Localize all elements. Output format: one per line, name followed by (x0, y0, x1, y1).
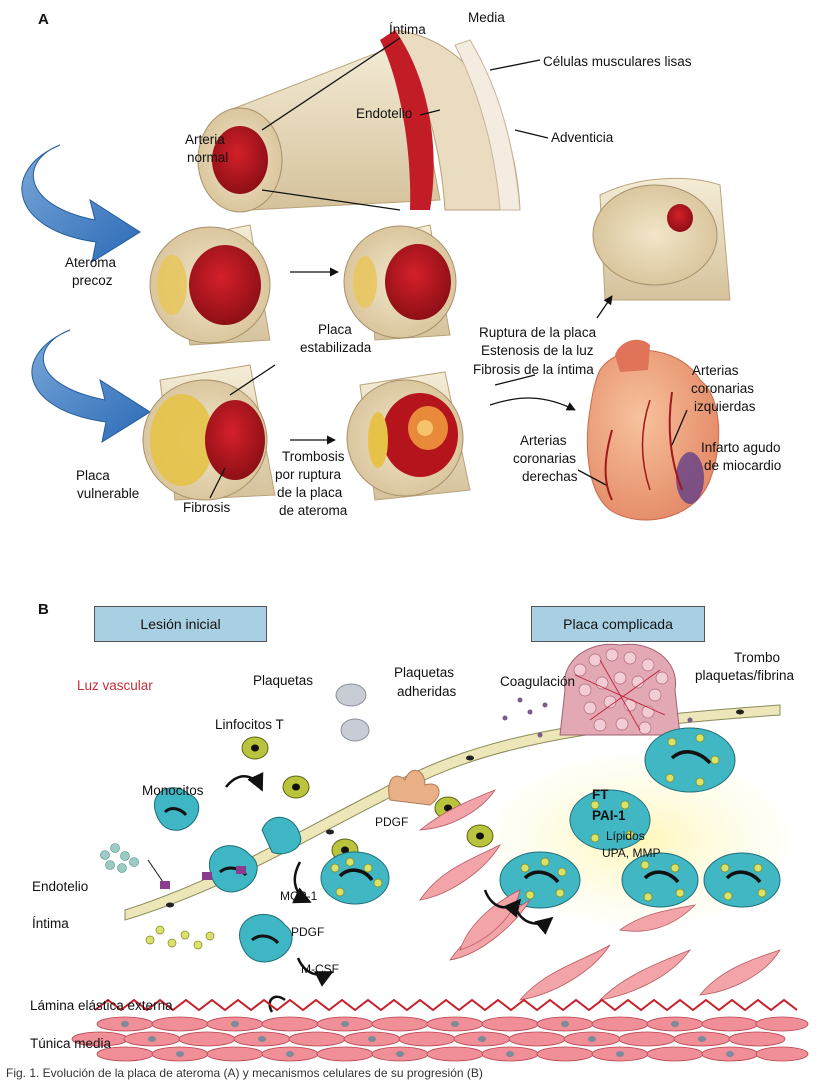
label-pdgf-2: PDGF (291, 925, 324, 939)
label-trombosis-2: por ruptura (275, 467, 342, 482)
label-plaquetas: Plaquetas (253, 673, 313, 688)
ldp-particles (101, 844, 139, 873)
platelet (341, 719, 369, 741)
stenosed-artery (593, 178, 730, 300)
label-plaquetas-adh-1: Plaquetas (394, 665, 454, 680)
label-placa: Placa (318, 322, 352, 337)
label-adventicia: Adventicia (551, 130, 614, 145)
box-placa-complicada: Placa complicada (531, 606, 705, 642)
label-monocitos: Monocitos (142, 783, 204, 798)
label-arterias-der-1: Arterias (520, 433, 567, 448)
caption-fragment: Fig. 1. Evolución de la placa de ateroma… (6, 1066, 816, 1082)
label-placa-v1: Placa (76, 468, 110, 483)
label-arteria: Arteria (185, 132, 225, 147)
tunica-media (72, 1017, 808, 1061)
label-arterias-izq-3: izquierdas (694, 399, 756, 414)
label-endotelio-a: Endotelio (356, 106, 412, 121)
label-intima: Íntima (389, 22, 426, 37)
label-lamina: Lámina elástica externa (30, 998, 173, 1013)
label-arterias-izq-1: Arterias (692, 363, 739, 378)
vulnerable-plaque (143, 365, 275, 500)
stabilized-plaque (344, 225, 456, 340)
label-arterias-der-3: derechas (522, 469, 578, 484)
leader-monocyte-ldl (148, 860, 163, 882)
label-estabilizada: estabilizada (300, 340, 372, 355)
label-media: Media (468, 10, 505, 25)
label-pdgf-1: PDGF (375, 815, 408, 829)
label-tunica: Túnica media (30, 1036, 112, 1051)
label-trombosis-4: de ateroma (279, 503, 348, 518)
label-lipidos: Lípidos (606, 829, 645, 843)
label-linfocitos: Linfocitos T (215, 717, 284, 732)
label-pai: PAI-1 (592, 808, 626, 823)
progression-arrow-1 (22, 145, 140, 262)
label-infarto-2: de miocardio (704, 458, 781, 473)
label-coagulacion: Coagulación (500, 674, 575, 689)
label-trombosis-3: de la placa (277, 485, 343, 500)
label-trombosis-1: Trombosis (282, 449, 345, 464)
label-intima-b: Íntima (32, 916, 69, 931)
progression-arrow-2 (32, 330, 150, 442)
box-lesion-inicial: Lesión inicial (94, 606, 267, 642)
panel-a-tag: A (38, 11, 49, 28)
label-luz-vascular: Luz vascular (77, 678, 153, 693)
label-upa: UPA, MMP (602, 846, 660, 860)
label-celulas: Células musculares lisas (543, 54, 692, 69)
external-elastic-lamina (95, 1000, 797, 1010)
label-normal: normal (187, 150, 228, 165)
label-fibrosis: Fibrosis (183, 500, 231, 515)
panel-b-tag: B (38, 601, 49, 618)
label-trombo-2: plaquetas/fibrina (695, 668, 795, 683)
label-placa-v2: vulnerable (77, 486, 139, 501)
label-infarto-1: Infarto agudo (701, 440, 781, 455)
label-plaquetas-adh-2: adheridas (397, 684, 457, 699)
label-endotelio-b: Endotelio (32, 879, 88, 894)
label-trombo-1: Trombo (734, 650, 780, 665)
early-atheroma (150, 225, 270, 345)
label-estenosis: Estenosis de la luz (481, 343, 594, 358)
box-placa-complicada-label: Placa complicada (563, 616, 673, 632)
label-mcp: MCP-1 (280, 889, 318, 903)
thrombosed-plaque (347, 372, 470, 500)
label-precoz: precoz (72, 273, 113, 288)
label-arterias-izq-2: coronarias (691, 381, 754, 396)
box-lesion-inicial-label: Lesión inicial (140, 616, 220, 632)
thrombus (560, 644, 680, 735)
label-ruptura: Ruptura de la placa (479, 325, 597, 340)
label-ft: FT (592, 787, 609, 802)
arrow-to-heart (490, 398, 575, 410)
monocytes (154, 788, 300, 962)
label-arterias-der-2: coronarias (513, 451, 576, 466)
label-mcsf: M-CSF (301, 962, 339, 976)
platelet (336, 684, 366, 706)
label-ateroma: Ateroma (65, 255, 117, 270)
